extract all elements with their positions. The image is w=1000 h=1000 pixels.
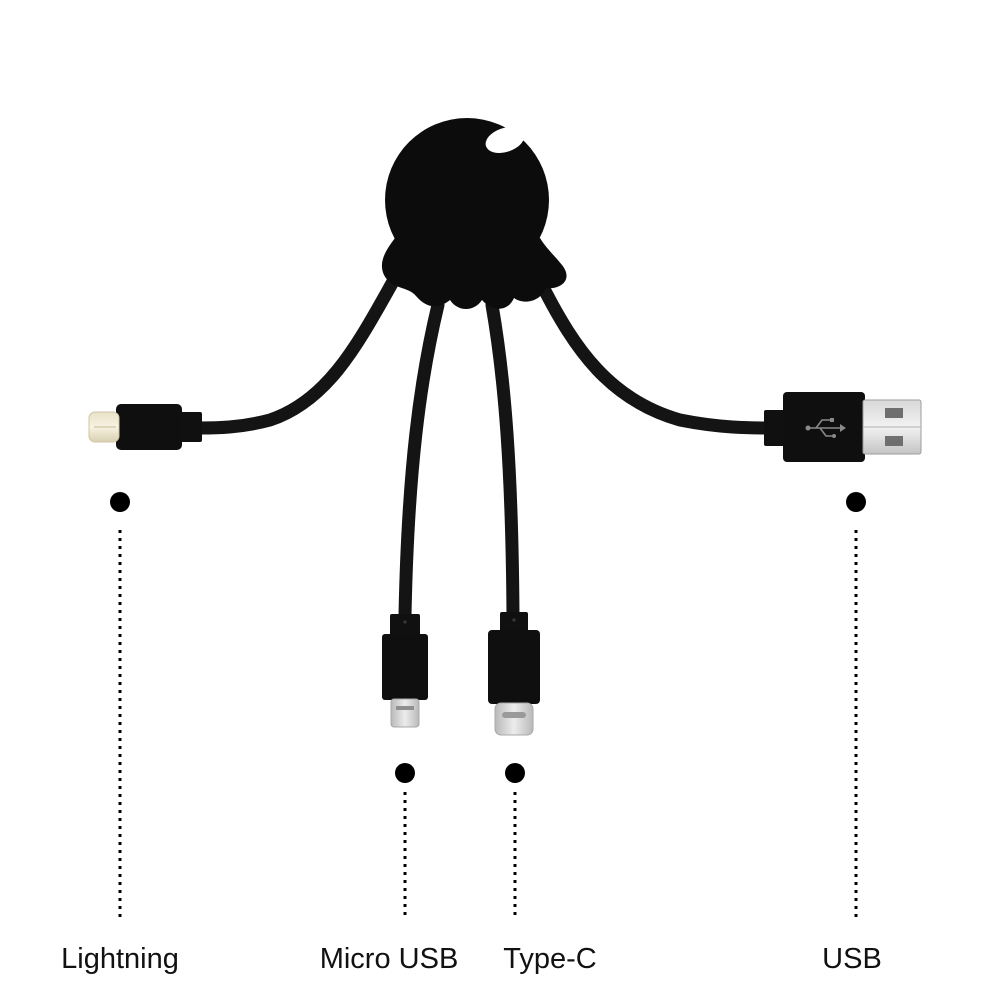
type-c-cable bbox=[485, 298, 520, 622]
lightning-label: Lightning bbox=[61, 943, 179, 975]
usb-label: USB bbox=[822, 943, 882, 975]
micro-usb-label: Micro USB bbox=[319, 943, 459, 975]
lightning-cable bbox=[193, 271, 402, 435]
micro-usb-connector-icon bbox=[382, 614, 428, 728]
marker-dot bbox=[846, 492, 866, 512]
octopus-tentacles bbox=[381, 238, 567, 309]
micro-usb-cable bbox=[398, 298, 445, 622]
lightning-connector-icon bbox=[88, 404, 202, 450]
usb-trident-icon bbox=[805, 418, 846, 438]
keyring-hole bbox=[485, 127, 525, 153]
usb-a-connector-icon bbox=[764, 392, 922, 462]
type-c-label: Type-C bbox=[503, 943, 597, 975]
marker-dot bbox=[110, 492, 130, 512]
marker-dot bbox=[395, 763, 415, 783]
callout-lightning bbox=[110, 492, 130, 920]
octopus-hub bbox=[381, 118, 567, 309]
callout-type-c bbox=[505, 763, 525, 920]
callout-usb bbox=[846, 492, 866, 920]
marker-dot bbox=[505, 763, 525, 783]
cables bbox=[193, 271, 777, 622]
callout-micro-usb bbox=[395, 763, 415, 920]
usb-c-connector-icon bbox=[488, 612, 540, 736]
usb-cable bbox=[535, 278, 777, 435]
